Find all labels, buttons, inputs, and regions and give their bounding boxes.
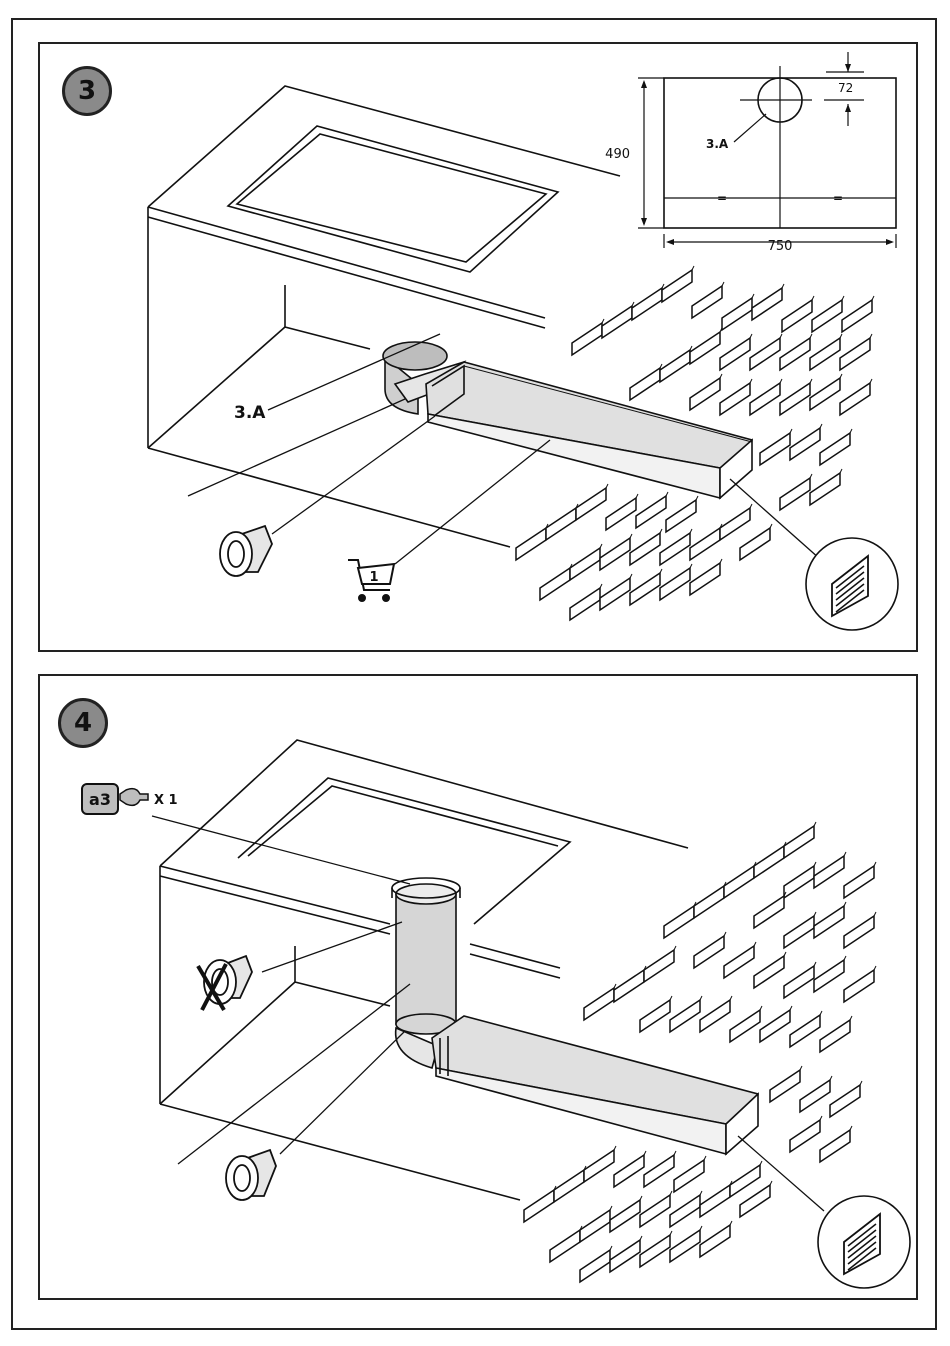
step-4-illustration: a3 X 1 (40, 676, 916, 1298)
template-equal-left: = (717, 191, 727, 205)
template-offset-label: 72 (838, 81, 853, 95)
vent-grille-icon (806, 538, 898, 630)
duct-assembly (383, 342, 752, 498)
step-number-badge: 3 (62, 66, 112, 116)
vent-grille-icon (818, 1196, 910, 1288)
step-number-badge: 4 (58, 698, 108, 748)
accessory-quantity: X 1 (154, 793, 178, 808)
callout-label-3a: 3.A (234, 403, 266, 423)
template-equal-right: = (833, 191, 843, 205)
template-hole-label: 3.A (706, 137, 729, 151)
step-3-illustration: 1 3.A (40, 44, 916, 650)
cutout-template-drawing: 490 750 72 3.A = = (605, 52, 896, 254)
template-height-label: 490 (605, 147, 630, 162)
tape-roll-icon (220, 526, 272, 576)
tape-roll-icon (226, 1150, 276, 1200)
accessory-wrench-icon: a3 X 1 (82, 784, 178, 814)
step-3-panel: 1 3.A (38, 42, 918, 652)
hob-cutout (228, 126, 558, 272)
template-width-label: 750 (768, 239, 793, 254)
no-tape-icon (198, 956, 252, 1010)
accessory-code: a3 (89, 790, 111, 809)
cart-quantity: 1 (369, 570, 378, 585)
step-4-panel: a3 X 1 4 (38, 674, 918, 1300)
shopping-cart-icon: 1 (348, 560, 394, 601)
cabinet-outline (148, 86, 620, 547)
duct-assembly (392, 878, 758, 1154)
